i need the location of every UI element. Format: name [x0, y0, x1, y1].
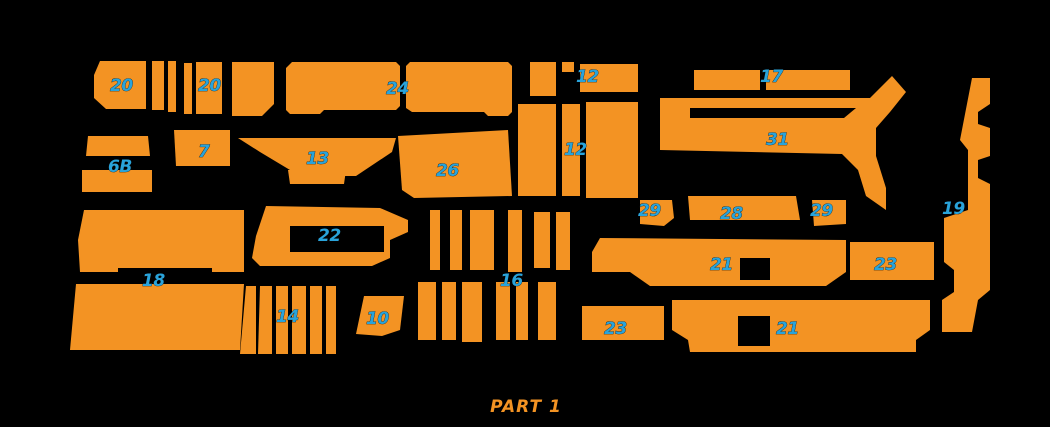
- piece-21-lower: [672, 300, 930, 352]
- part-number-23-right: 23: [874, 255, 897, 275]
- part-number-18: 18: [142, 271, 165, 291]
- piece-24: [286, 62, 512, 116]
- part-number-26: 26: [436, 161, 459, 181]
- piece-17: [694, 70, 850, 90]
- part-number-7: 7: [198, 142, 210, 162]
- sheet-title: PART 1: [490, 397, 562, 417]
- part-number-21-lower: 21: [776, 319, 799, 339]
- part-number-23-left: 23: [604, 319, 627, 339]
- piece-12-lower: [518, 102, 638, 198]
- part-number-16: 16: [500, 271, 523, 291]
- piece-6b: [82, 136, 152, 192]
- part-number-28: 28: [720, 204, 743, 224]
- part-number-20-right: 20: [198, 76, 221, 96]
- part-number-29-right: 29: [810, 201, 833, 221]
- part-number-6b: 6B: [108, 157, 132, 177]
- part-number-31: 31: [766, 130, 789, 150]
- piece-28: [688, 196, 800, 220]
- part-number-19: 19: [942, 199, 965, 219]
- piece-18: [70, 210, 244, 350]
- part-number-14: 14: [276, 307, 299, 327]
- part-number-12-upper: 12: [576, 67, 599, 87]
- piece-20-right: [184, 62, 274, 116]
- part-number-22: 22: [318, 226, 341, 246]
- piece-26: [398, 130, 512, 198]
- piece-23-left: [582, 306, 664, 340]
- piece-13: [238, 138, 396, 184]
- piece-23-right: [850, 242, 934, 280]
- part-number-13: 13: [306, 149, 329, 169]
- piece-10: [356, 296, 404, 336]
- piece-16: [418, 210, 570, 342]
- part-number-20-left: 20: [110, 76, 133, 96]
- piece-14: [240, 286, 336, 354]
- piece-22: [252, 206, 408, 266]
- part-number-10: 10: [366, 309, 389, 329]
- piece-20-left: [94, 61, 176, 112]
- part-number-21-upper: 21: [710, 255, 733, 275]
- piece-7: [174, 130, 230, 166]
- part-number-12-lower: 12: [564, 140, 587, 160]
- piece-12-upper: [530, 62, 638, 96]
- part-number-29-left: 29: [638, 201, 661, 221]
- part-number-24: 24: [386, 79, 409, 99]
- piece-29-right: [812, 200, 846, 226]
- piece-19: [942, 78, 990, 332]
- piece-21-upper: [592, 238, 846, 286]
- piece-31: [660, 76, 906, 210]
- piece-29-left: [640, 200, 674, 226]
- part-number-17: 17: [760, 67, 783, 87]
